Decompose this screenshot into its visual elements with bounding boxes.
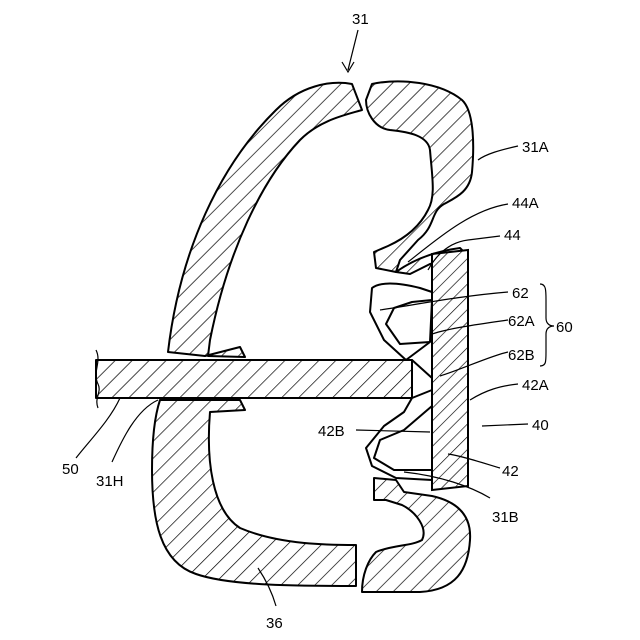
label-44A: 44A [512,195,539,212]
panel-50 [96,360,412,398]
label-62B: 62B [508,347,535,364]
label-36: 36 [266,615,283,632]
label-42A: 42A [522,377,549,394]
leader-31-arrow [342,62,354,72]
label-42: 42 [502,463,519,480]
label-31: 31 [352,11,369,28]
label-44: 44 [504,227,521,244]
bracket-60 [540,284,554,366]
label-62A: 62A [508,313,535,330]
leader-42A [470,384,518,400]
label-50: 50 [62,461,79,478]
label-31B: 31B [492,509,519,526]
leader-31A [478,146,518,160]
label-60: 60 [556,319,573,336]
label-62: 62 [512,285,529,302]
seal-lip-42B [366,390,432,480]
leader-40 [482,424,528,426]
label-31H: 31H [96,473,124,490]
lower-right-lip-31B [362,478,470,592]
leader-31H [112,400,158,462]
label-31A: 31A [522,139,549,156]
label-42B: 42B [318,423,345,440]
label-40: 40 [532,417,549,434]
upper-right-lip-31A [366,81,473,272]
upper-left-wall [168,83,362,357]
